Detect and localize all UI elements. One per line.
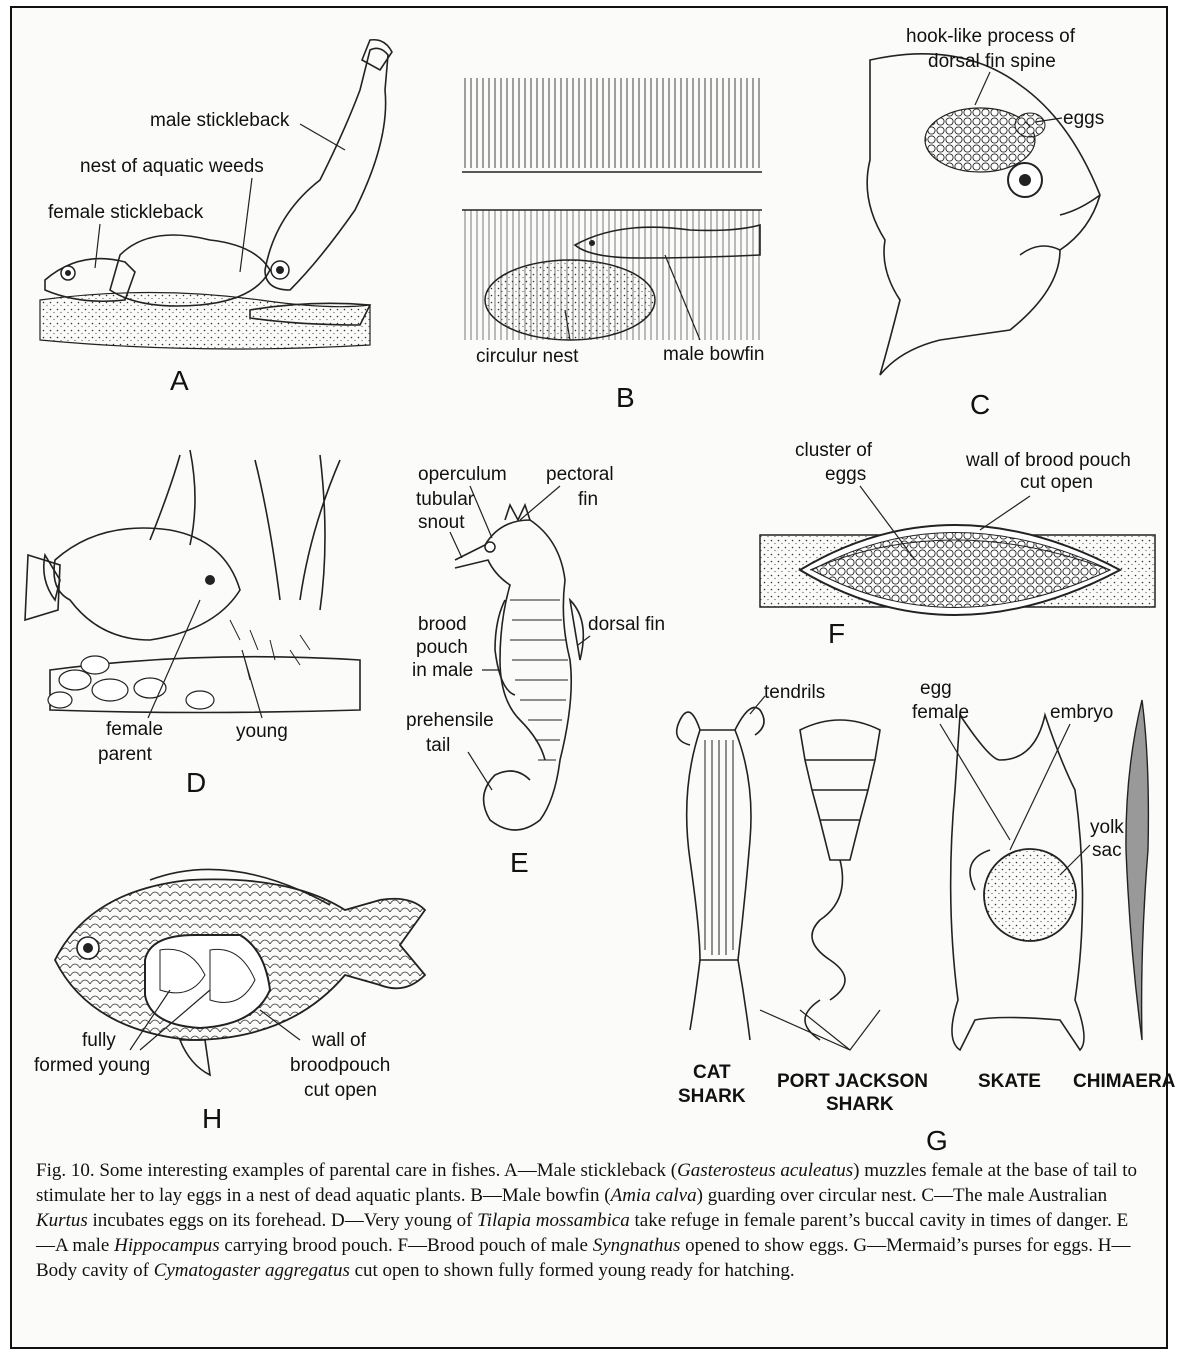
panel-letter-f: F <box>828 618 845 649</box>
label-female-parent-line1: female <box>106 719 163 740</box>
label-hook-like-process-line2: dorsal fin spine <box>928 51 1056 72</box>
leader-male-stickleback <box>300 124 345 150</box>
panel-letter-a: A <box>170 365 189 396</box>
label-cluster-of-eggs-line2: eggs <box>825 464 866 485</box>
label-wall-of-brood-pouch-line2: cut open <box>1020 472 1093 493</box>
label-wall-of-broodpouch-line2: broodpouch <box>290 1055 390 1076</box>
caption-species-gasterosteus: Gasterosteus aculeatus <box>677 1160 853 1181</box>
leader-nest <box>240 178 252 272</box>
label-operculum: operculum <box>418 464 507 485</box>
label-hook-like-process-line1: hook-like process of <box>906 26 1076 47</box>
leader-pectoral-fin <box>520 486 560 520</box>
label-female-parent-line2: parent <box>98 744 153 765</box>
label-circular-nest: circulur nest <box>476 346 579 367</box>
panel-letter-d: D <box>186 767 206 798</box>
label-brood-pouch-line3: in male <box>412 660 473 681</box>
leader-hook-process <box>975 72 990 105</box>
label-wall-of-brood-pouch-line1: wall of brood pouch <box>965 450 1131 471</box>
label-dorsal-fin: dorsal fin <box>588 614 665 635</box>
label-brood-pouch-line2: pouch <box>416 637 468 658</box>
panel-e-seahorse-drawing <box>455 505 583 830</box>
caption-text-8: cut open to shown fully formed young rea… <box>350 1260 795 1281</box>
panel-f-syngnathus-drawing <box>760 525 1155 615</box>
caption-text-6: carrying brood pouch. F—Brood pouch of m… <box>220 1235 593 1256</box>
leader-young-d <box>242 650 262 718</box>
leader-port-jackson-tendrils <box>760 1010 880 1050</box>
panel-letter-g: G <box>926 1125 948 1156</box>
caption-species-amia: Amia calva <box>611 1185 697 1206</box>
label-pectoral-line2: fin <box>578 489 598 510</box>
caption-species-hippocampus: Hippocampus <box>114 1235 220 1256</box>
label-brood-pouch-line1: brood <box>418 614 467 635</box>
label-cat-shark-line1: CAT <box>693 1062 731 1083</box>
leader-tendrils <box>750 696 765 714</box>
label-young-d: young <box>236 721 288 742</box>
label-tubular-snout-line1: tubular <box>416 489 475 510</box>
leader-tubular-snout <box>450 532 462 558</box>
panel-letter-h: H <box>202 1103 222 1134</box>
label-tendrils: tendrils <box>764 682 825 703</box>
label-nest-of-aquatic-weeds: nest of aquatic weeds <box>80 156 264 177</box>
panel-letter-c: C <box>970 389 990 420</box>
panel-letter-e: E <box>510 847 529 878</box>
caption-species-tilapia: Tilapia mossambica <box>477 1210 630 1231</box>
label-chimaera: CHIMAERA <box>1073 1071 1176 1092</box>
caption-species-kurtus: Kurtus <box>36 1210 88 1231</box>
panel-b-bowfin-drawing <box>462 78 762 340</box>
label-tubular-snout-line2: snout <box>418 512 465 533</box>
caption-text-4: incubates eggs on its forehead. D—Very y… <box>88 1210 477 1231</box>
leader-embryo <box>1010 724 1070 850</box>
label-wall-of-broodpouch-line1: wall of <box>311 1030 367 1051</box>
label-male-stickleback: male stickleback <box>150 110 290 131</box>
label-wall-of-broodpouch-line3: cut open <box>304 1080 377 1101</box>
label-prehensile-tail-line2: tail <box>426 735 450 756</box>
label-eggs-c: eggs <box>1063 108 1104 129</box>
label-skate: SKATE <box>978 1071 1041 1092</box>
caption-species-syngnathus: Syngnathus <box>593 1235 681 1256</box>
label-yolk-sac-line2: sac <box>1092 840 1122 861</box>
label-port-jackson-line2: SHARK <box>826 1094 894 1115</box>
panel-g-mermaids-purses-drawing <box>677 700 1149 1050</box>
panel-a-stickleback-drawing <box>40 40 392 349</box>
caption-text-3: ) guarding over circular nest. C—The mal… <box>697 1185 1107 1206</box>
figure-caption: Fig. 10. Some interesting examples of pa… <box>36 1158 1146 1283</box>
label-fully-formed-young-line2: formed young <box>34 1055 150 1076</box>
label-yolk-sac-line1: yolk <box>1090 817 1124 838</box>
label-fully-formed-young-line1: fully <box>82 1030 116 1051</box>
panel-d-tilapia-drawing <box>25 450 360 713</box>
caption-species-cymatogaster: Cymatogaster aggregatus <box>154 1260 350 1281</box>
label-cluster-of-eggs-line1: cluster of <box>795 440 873 461</box>
panel-letter-b: B <box>616 382 635 413</box>
label-female-stickleback: female stickleback <box>48 202 204 223</box>
label-female-g: female <box>912 702 969 723</box>
panel-c-kurtus-drawing <box>867 54 1100 375</box>
caption-text-1: Fig. 10. Some interesting examples of pa… <box>36 1160 677 1181</box>
label-embryo: embryo <box>1050 702 1113 723</box>
label-prehensile-tail-line1: prehensile <box>406 710 494 731</box>
leader-wall-of-brood-pouch <box>980 496 1030 530</box>
leader-yolk-sac <box>1060 845 1090 875</box>
label-port-jackson-line1: PORT JACKSON <box>777 1071 928 1092</box>
label-cat-shark-line2: SHARK <box>678 1086 746 1107</box>
leader-egg-female <box>940 724 1010 840</box>
leader-prehensile-tail <box>468 752 492 790</box>
label-egg: egg <box>920 678 952 699</box>
label-pectoral-line1: pectoral <box>546 464 614 485</box>
label-male-bowfin: male bowfin <box>663 344 764 365</box>
leader-female-stickleback <box>95 224 100 268</box>
